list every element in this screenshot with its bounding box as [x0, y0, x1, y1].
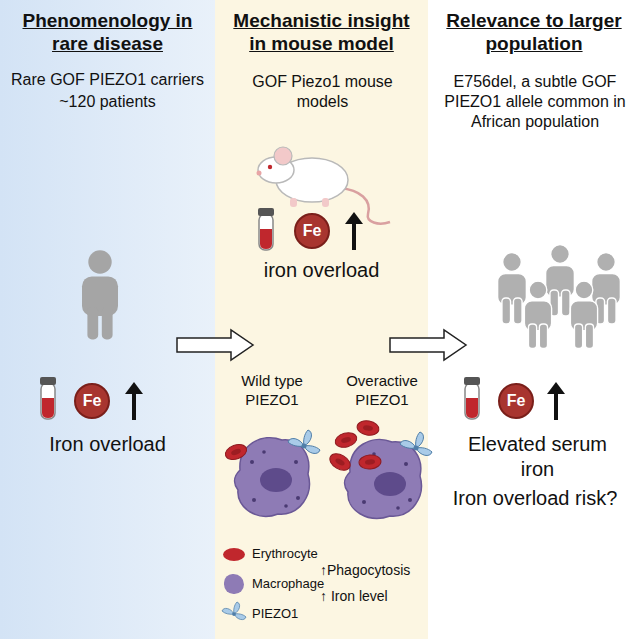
annotation-label: Wild type PIEZO1	[230, 372, 314, 410]
up-arrow	[125, 382, 143, 420]
cream-band	[215, 0, 428, 639]
hollow-arrow	[177, 330, 253, 360]
white-band	[428, 0, 640, 639]
blood-tube	[464, 377, 480, 419]
column-heading: Mechanistic insight in mouse model	[223, 10, 420, 56]
blood-tube	[258, 208, 274, 250]
erythrocyte	[223, 442, 248, 463]
blood-tube	[40, 377, 56, 419]
erythrocyte	[327, 450, 353, 473]
erythrocyte	[358, 454, 381, 470]
piezo1-channel	[400, 432, 432, 455]
annotation-label: Iron overload	[5, 432, 210, 457]
annotation-label: ↑Phagocytosis	[320, 562, 428, 580]
annotation-label: ↑ Iron level	[320, 588, 428, 606]
legend-swatch	[224, 574, 244, 594]
legend-swatch	[223, 548, 245, 561]
up-arrow	[345, 212, 363, 250]
annotation-label: ~120 patients	[5, 92, 210, 112]
column-heading: Relevance to larger population	[436, 10, 632, 56]
annotation-label: Iron overload risk?	[430, 486, 640, 511]
annotation-label: iron overload	[215, 258, 428, 283]
iron-circle: Fe	[294, 213, 330, 249]
legend-text: Macrophage	[252, 576, 324, 592]
element-symbol: Fe	[303, 222, 322, 240]
blue-band	[0, 0, 215, 639]
erythrocyte	[334, 430, 359, 449]
annotation-label: Overactive PIEZO1	[338, 372, 426, 410]
annotation-label: E756del, a subtle GOF PIEZO1 allele comm…	[436, 72, 634, 132]
person-figure	[498, 253, 527, 324]
iron-circle: Fe	[74, 383, 110, 419]
annotation-label: Elevated serum iron	[455, 432, 620, 482]
patient-figure	[82, 250, 118, 339]
column-heading: Phenomenology in rare disease	[8, 10, 207, 56]
macrophage-overactive	[344, 440, 421, 519]
legend-text: PIEZO1	[252, 606, 298, 622]
annotation-label: GOF Piezo1 mouse models	[240, 72, 405, 112]
erythrocyte	[356, 419, 380, 437]
piezo1-channel	[288, 430, 320, 453]
person-figure	[570, 281, 597, 348]
hollow-arrow	[390, 330, 466, 360]
annotation-label: Rare GOF PIEZO1 carriers	[5, 70, 210, 90]
person-figure	[524, 281, 551, 348]
legend-piezo1-sample	[222, 602, 246, 620]
up-arrow	[547, 382, 565, 420]
iron-circle: Fe	[498, 383, 534, 419]
legend-text: Erythrocyte	[252, 546, 318, 562]
element-symbol: Fe	[507, 392, 526, 410]
element-symbol: Fe	[83, 392, 102, 410]
mouse-figure	[257, 147, 391, 224]
